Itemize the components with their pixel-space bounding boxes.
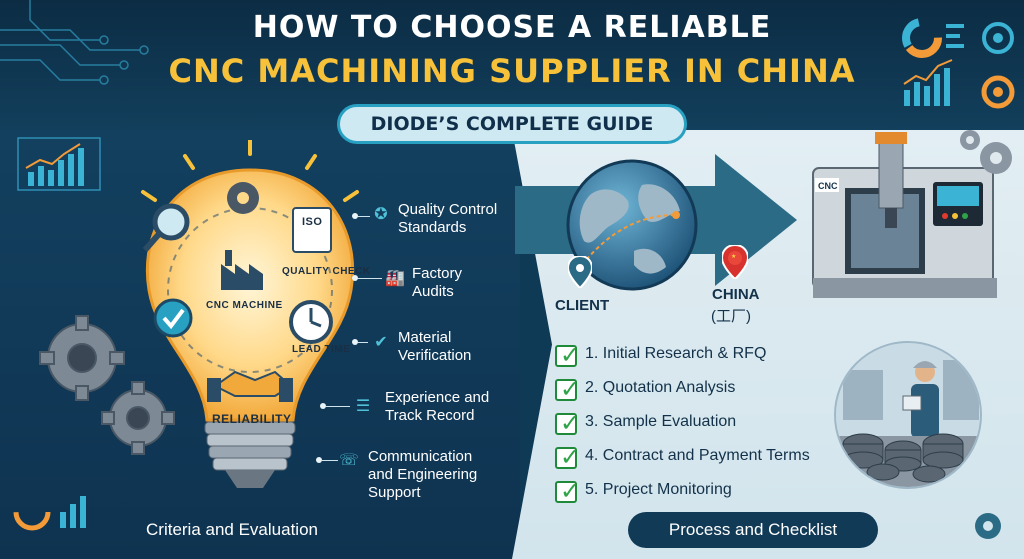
criteria-line: and Engineering (368, 466, 478, 483)
criteria-item-communication: Communication and Engineering Support (368, 448, 477, 502)
checkmark-icon: ✓ (560, 444, 581, 471)
connector-dot (316, 457, 322, 463)
lightbulb-illustration (141, 140, 359, 488)
chart-decoration-right (902, 18, 1015, 109)
connector-dot (352, 275, 358, 281)
checklist-icon: ☰ (355, 398, 371, 415)
checkbox-icon: ✓ (555, 342, 580, 369)
connector-line (322, 460, 338, 461)
criteria-item-quality-control: Quality Control Standards (398, 201, 497, 237)
criteria-line: Quality Control (398, 201, 498, 218)
reliability-label: RELIABILITY (212, 412, 292, 426)
checkbox-icon: ✓ (555, 444, 580, 471)
criteria-line: Support (368, 484, 421, 501)
title-line-1: HOW TO CHOOSE A RELIABLE (252, 10, 772, 45)
checkmark-icon: ✓ (560, 342, 581, 369)
criteria-line: Standards (398, 219, 467, 236)
china-sub-label: (工厂) (711, 308, 751, 325)
circuit-decoration-left (0, 0, 149, 85)
checkbox-icon: ✓ (555, 478, 580, 505)
left-footer-label: Criteria and Evaluation (146, 520, 318, 539)
dashboard-icon-bottom-left (13, 493, 86, 531)
iso-label: ISO (302, 216, 323, 228)
factory-icon: 🏭 (385, 270, 405, 287)
title-line-2: CNC MACHINING SUPPLIER IN CHINA (168, 52, 856, 90)
cnc-machine-illustration: CNC (812, 132, 997, 298)
award-icon: ✪ (374, 206, 388, 223)
gears-decoration (39, 315, 175, 455)
checkmark-icon: ✓ (560, 410, 581, 437)
connector-dot (352, 339, 358, 345)
subtitle-pill: DIODE’S COMPLETE GUIDE (337, 104, 687, 144)
svg-text:★: ★ (731, 253, 736, 260)
connector-dot (352, 213, 358, 219)
client-label: CLIENT (555, 297, 610, 314)
client-pin-icon (568, 256, 592, 288)
bar-chart-decoration (17, 137, 101, 191)
criteria-item-experience: Experience and Track Record (385, 389, 489, 425)
connector-line (358, 216, 370, 217)
criteria-item-factory-audits: Factory Audits (412, 265, 462, 301)
checklist-label: 2. Quotation Analysis (585, 379, 736, 396)
connector-line (358, 278, 382, 279)
cnc-machine-label: CNC MACHINE (206, 300, 283, 311)
gear-icon (975, 513, 1001, 539)
quality-check-label: QUALITY CHECK (282, 266, 371, 277)
checklist-label: 5. Project Monitoring (585, 481, 732, 498)
criteria-line: Audits (412, 283, 454, 300)
criteria-item-material-verification: Material Verification (398, 329, 471, 365)
checkbox-icon: ✓ (555, 410, 580, 437)
verification-icon: ✔ (374, 334, 388, 351)
right-footer-pill: Process and Checklist (628, 512, 878, 548)
connector-dot (320, 403, 326, 409)
checkmark-icon: ✓ (560, 376, 581, 403)
criteria-line: Track Record (385, 407, 475, 424)
connector-line (326, 406, 350, 407)
factory-worker-illustration (834, 341, 982, 489)
globe-icon (566, 159, 698, 291)
checkmark-icon: ✓ (560, 478, 581, 505)
china-pin-icon: ★ (722, 245, 748, 279)
china-label: CHINA (712, 286, 760, 303)
criteria-line: Experience and (385, 389, 490, 406)
checklist-label: 1. Initial Research & RFQ (585, 345, 767, 362)
cnc-tag-label: CNC (818, 181, 838, 191)
lead-time-label: LEAD TIME (292, 344, 351, 355)
criteria-line: Factory (412, 265, 463, 282)
checklist-label: 3. Sample Evaluation (585, 413, 737, 430)
connector-line (358, 342, 368, 343)
criteria-line: Communication (368, 448, 473, 465)
checklist-label: 4. Contract and Payment Terms (585, 447, 810, 464)
gear-icon (960, 130, 1012, 174)
chat-icon: ☏ (338, 452, 359, 469)
criteria-line: Material (398, 329, 452, 346)
checkbox-icon: ✓ (555, 376, 580, 403)
criteria-line: Verification (398, 347, 472, 364)
